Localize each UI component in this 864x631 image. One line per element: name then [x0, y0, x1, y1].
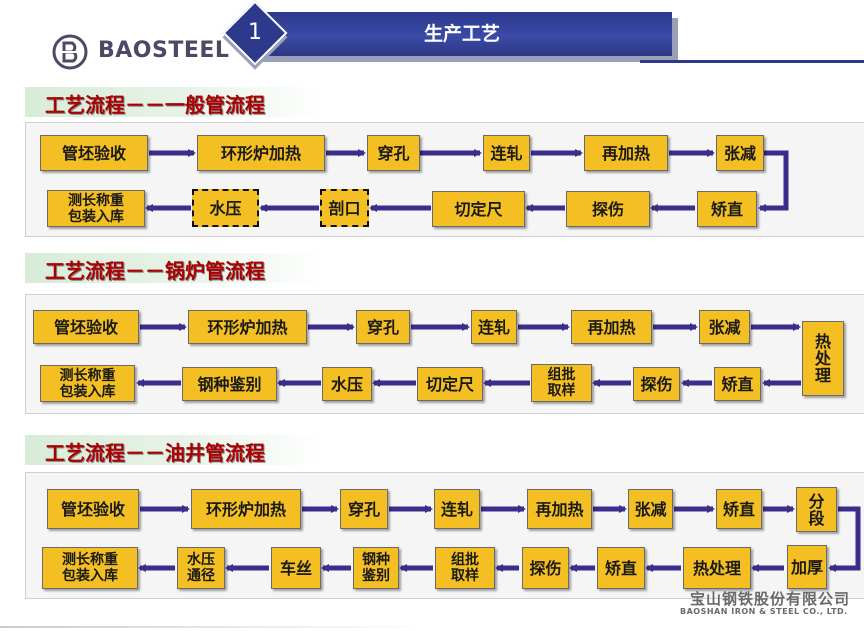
flow-node-stretch-reducing: 张减: [716, 135, 764, 171]
flow-node-straightening: 矫直: [597, 547, 645, 589]
flow-node-measure-weigh-pack-store: 测长称重 包装入库: [47, 190, 145, 227]
flow-node-reheating: 再加热: [584, 135, 668, 171]
flow-node-billet-inspection: 管坯验收: [33, 310, 139, 344]
slide-number: 1: [248, 20, 262, 45]
flow-node-reheating: 再加热: [527, 489, 592, 529]
section-title-general: 工艺流程－－一般管流程: [25, 87, 325, 117]
flow-node-measure-weigh-pack-store: 测长称重 包装入库: [42, 547, 138, 589]
flow-node-flaw-detection: 探伤: [633, 367, 680, 401]
flow-node-sectioning: 分 段: [796, 487, 837, 532]
flow-node-hydro-test: 水压: [192, 189, 259, 227]
flow-node-threading: 车丝: [271, 547, 321, 589]
flow-node-steel-grade-identification: 钢种鉴别: [182, 367, 277, 401]
flow-node-batch-sampling: 组批 取样: [435, 547, 495, 589]
flow-node-heat-treatment: 热 处 理: [802, 321, 844, 396]
page-title: 生产工艺: [423, 23, 500, 45]
flow-node-hydro-test: 水压: [322, 367, 372, 401]
flow-node-piercing: 穿孔: [367, 135, 420, 171]
section-title-oilwell: 工艺流程－－油井管流程: [25, 435, 325, 465]
flow-node-steel-grade-identification: 钢种 鉴别: [353, 547, 399, 589]
flow-node-stretch-reducing: 张减: [628, 489, 673, 529]
flow-node-cut-to-length: 切定尺: [417, 367, 483, 401]
flow-node-flaw-detection: 探伤: [566, 191, 650, 227]
flow-node-rotary-furnace-heating: 环形炉加热: [191, 489, 301, 529]
section-title-boiler: 工艺流程－－锅炉管流程: [25, 253, 325, 283]
header-divider: [640, 60, 864, 63]
flow-node-batch-sampling: 组批 取样: [531, 364, 592, 402]
flow-node-continuous-rolling: 连轧: [434, 489, 480, 529]
arrow: [828, 506, 861, 572]
flow-node-straightening: 矫直: [714, 367, 761, 401]
baosteel-logo-text: BAOSTEEL: [98, 38, 230, 63]
flow-node-reheating: 再加热: [571, 310, 652, 344]
flow-node-measure-weigh-pack-store: 测长称重 包装入库: [40, 365, 135, 402]
flow-node-rotary-furnace-heating: 环形炉加热: [197, 135, 325, 171]
flow-node-flaw-detection: 探伤: [522, 547, 569, 589]
flow-node-cut-to-length: 切定尺: [432, 191, 525, 227]
flow-node-billet-inspection: 管坯验收: [40, 135, 148, 171]
flow-node-straightening: 矫直: [697, 191, 757, 227]
footer-divider: [0, 626, 430, 628]
company-name-en: BAOSHAN IRON & STEEL CO., LTD.: [680, 607, 848, 616]
baosteel-logo-icon: [52, 34, 88, 70]
flow-node-billet-inspection: 管坯验收: [47, 489, 139, 529]
section-title-boiler-text: 工艺流程－－锅炉管流程: [45, 259, 265, 283]
flow-node-heat-treatment: 热处理: [683, 547, 751, 589]
arrow: [758, 150, 789, 212]
flow-node-piercing: 穿孔: [340, 489, 388, 529]
section-title-oilwell-text: 工艺流程－－油井管流程: [45, 441, 265, 465]
flow-node-continuous-rolling: 连轧: [471, 310, 517, 344]
flow-node-stretch-reducing: 张减: [699, 310, 750, 344]
flow-node-rotary-furnace-heating: 环形炉加热: [188, 310, 307, 344]
header-bar: [252, 12, 672, 56]
flow-node-continuous-rolling: 连轧: [483, 135, 530, 171]
flow-node-hydro-test-drift: 水压 通径: [177, 547, 225, 589]
flow-node-straightening: 矫直: [716, 489, 762, 529]
flow-node-upsetting: 加厚: [787, 545, 827, 589]
section-title-general-text: 工艺流程－－一般管流程: [45, 93, 265, 117]
flow-node-beveling: 剖口: [320, 189, 369, 227]
company-name-cn: 宝山钢铁股份有限公司: [690, 590, 851, 608]
flow-node-piercing: 穿孔: [356, 310, 410, 344]
